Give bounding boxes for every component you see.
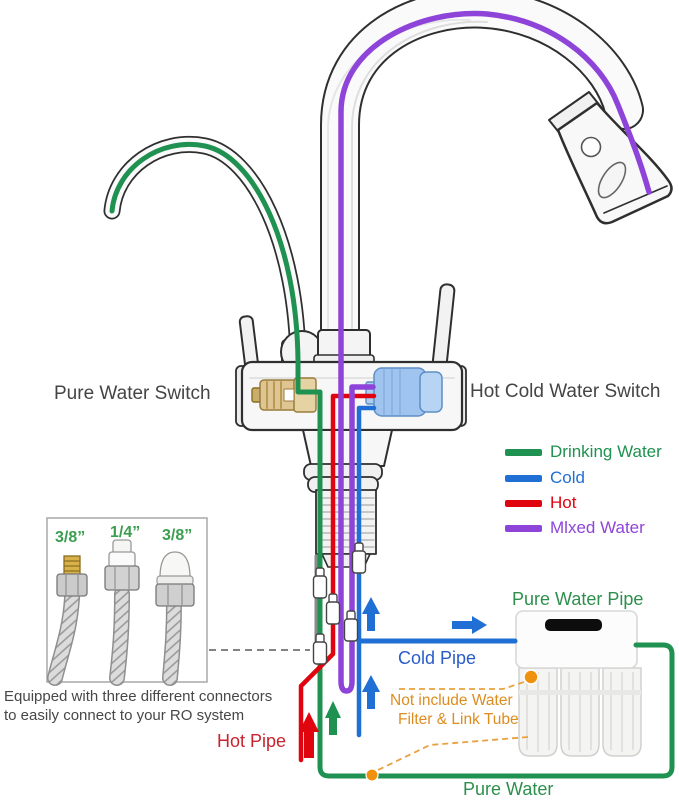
connector-caption-line2: to easily connect to your RO system: [4, 707, 245, 724]
legend-label-mixed-water: Mlxed Water: [550, 518, 645, 537]
connector-hose-quarter: [104, 539, 140, 686]
legend-swatch-cold: [505, 474, 542, 482]
water-filter: [515, 610, 642, 757]
hose-connectors: [312, 542, 367, 665]
legend-item-drinking-water: Drinking Water: [505, 442, 662, 461]
drinking-flow-arrow: [325, 701, 341, 735]
hot-tube: [298, 393, 377, 763]
filter-note-callouts: [365, 669, 539, 782]
pure-water-pipe-label: Pure Water Pipe: [512, 589, 644, 609]
hot-cold-water-switch-label: Hot Cold Water Switch: [470, 381, 661, 402]
callout-dot-filter: [523, 669, 539, 685]
filter-slot: [545, 619, 602, 631]
callout-dot-pipe: [365, 768, 379, 782]
spray-head-toggle: [597, 161, 627, 199]
cold-pipe-label: Cold Pipe: [398, 648, 477, 668]
legend-label-cold: Cold: [550, 468, 585, 487]
pure-water-switch-label: Pure Water Switch: [54, 383, 211, 404]
faucet-artwork: [103, 0, 673, 568]
pure-water-valve: [251, 377, 317, 413]
hot-cold-valve: [365, 367, 443, 417]
connector-hose-white: [155, 551, 195, 686]
connector-hose-brass: [47, 555, 88, 686]
legend-item-mixed-water: Mlxed Water: [505, 518, 645, 537]
hot-pipe-label: Hot Pipe: [217, 731, 287, 751]
mounting-shank: [302, 429, 393, 568]
small-spout: [103, 136, 307, 371]
filter-note-line2: Filter & Link Tube: [398, 711, 519, 728]
cartridge-band: [519, 690, 641, 695]
connector-size-1: 3/8”: [55, 529, 86, 546]
filter-cartridges: [518, 667, 642, 757]
hot-flow-arrow: [299, 712, 319, 758]
spray-head-button: [580, 136, 602, 158]
legend-swatch-drinking-water: [505, 448, 542, 456]
connector-caption-line1: Equipped with three different connectors: [4, 688, 273, 705]
pure-water-label: Pure Water: [463, 779, 554, 799]
drinking-water-tube: [109, 142, 675, 779]
cold-flow-arrow-lower: [362, 675, 380, 709]
cold-flow-arrow-upper: [362, 597, 380, 631]
main-spout: [320, 0, 644, 386]
spray-head: [548, 91, 673, 225]
legend-swatch-hot: [505, 499, 542, 507]
legend-swatch-mixed-water: [505, 524, 542, 532]
connector-size-3: 3/8”: [162, 527, 193, 544]
legend-item-cold: Cold: [505, 468, 585, 487]
flow-arrows: [299, 597, 487, 758]
legend-label-drinking-water: Drinking Water: [550, 442, 662, 461]
cold-flow-arrow-right: [452, 616, 487, 634]
connector-box: [46, 517, 310, 686]
legend-label-hot: Hot: [550, 493, 577, 512]
connector-size-2: 1/4”: [110, 524, 141, 541]
cold-tube: [356, 405, 377, 738]
legend-item-hot: Hot: [505, 493, 577, 512]
right-handle: [431, 283, 456, 374]
filter-note-line1: Not include Water: [390, 692, 513, 709]
mixed-water-tube: [338, 10, 652, 694]
